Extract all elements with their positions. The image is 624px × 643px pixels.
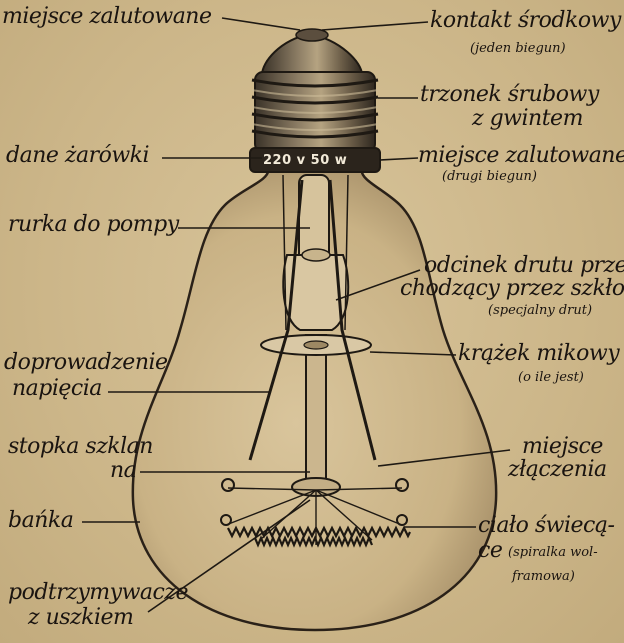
label-wire-note: (specjalny drut) <box>488 304 592 317</box>
bulb-rating-marking: 220 v 50 w <box>263 153 347 168</box>
label-junction-2: złączenia <box>508 459 607 481</box>
label-supply-2: napięcia <box>12 378 102 400</box>
label-solder-side: miejsce zalutowane <box>418 145 624 167</box>
label-glass-stem-1: stopka szklan <box>8 436 153 458</box>
label-glass-stem-2: na <box>110 460 136 482</box>
label-center-contact: kontakt środkowy <box>430 10 621 32</box>
label-pump-tube: rurka do pompy <box>8 214 179 236</box>
label-bulb: bańka <box>8 510 73 532</box>
label-mica-disc: krążek mikowy <box>458 343 619 365</box>
label-bulb-data: dane żarówki <box>6 145 149 167</box>
label-supports-2: z uszkiem <box>28 607 133 629</box>
label-supports-1: podtrzymywacze <box>8 582 188 604</box>
label-filament-note-1: (spiralka wol- <box>508 546 598 559</box>
label-filament-1: ciało świecą- <box>478 515 614 537</box>
label-solder-side-note: (drugi biegun) <box>442 170 537 183</box>
label-center-contact-note: (jeden biegun) <box>470 42 566 55</box>
label-supply-1: doprowadzenie <box>4 352 168 374</box>
screw-base <box>250 29 380 172</box>
label-wire-1: odcinek drutu prze- <box>424 255 624 277</box>
label-filament-note-2: framowa) <box>512 570 575 583</box>
label-filament-2: ce <box>478 540 502 562</box>
label-screw-base-2: z gwintem <box>472 108 583 130</box>
label-mica-note: (o ile jest) <box>518 371 584 384</box>
label-junction-1: miejsce <box>522 436 603 458</box>
label-screw-base-1: trzonek śrubowy <box>420 84 599 106</box>
label-solder-top: miejsce zalutowane <box>2 6 212 28</box>
label-wire-2: chodzący przez szkło <box>400 278 624 300</box>
